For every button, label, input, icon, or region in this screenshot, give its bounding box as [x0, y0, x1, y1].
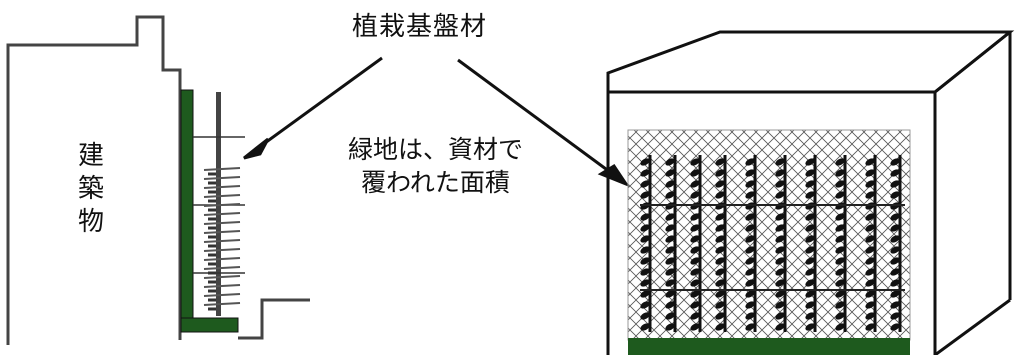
side-plant-leaves — [203, 167, 241, 311]
ground-step — [238, 298, 310, 340]
climbing-vines — [640, 155, 905, 332]
side-leaf — [203, 248, 241, 252]
side-leaf — [203, 194, 241, 198]
side-leaf — [203, 203, 241, 207]
building-label: 建 築 物 — [76, 140, 106, 239]
building-char-1: 建 — [77, 141, 104, 171]
box-top — [606, 30, 1015, 94]
side-leaf — [203, 239, 241, 243]
climbing-vine-icon — [715, 155, 727, 332]
side-leaf — [203, 275, 241, 279]
pointer-arrows — [243, 56, 630, 188]
building-outline — [6, 15, 182, 345]
side-leaf — [203, 284, 241, 288]
climbing-vine-icon — [745, 155, 757, 332]
planting-base-material-label: 植栽基盤材 — [352, 12, 488, 42]
building-char-3: 物 — [77, 207, 104, 237]
side-leaf — [203, 266, 241, 270]
climbing-vine-icon — [805, 155, 817, 332]
side-leaf — [203, 230, 241, 234]
side-leaf — [203, 221, 241, 225]
side-leaf — [203, 293, 241, 297]
note-line-2: 覆われた面積 — [361, 168, 510, 197]
planting-base-bottom — [180, 317, 239, 333]
climbing-vine-icon — [865, 155, 877, 332]
building-box — [606, 30, 1015, 355]
climbing-vine-icon — [890, 155, 902, 332]
climbing-vine-icon — [665, 155, 677, 332]
side-leaf — [203, 176, 241, 180]
planting-base-vertical — [180, 89, 194, 333]
side-leaf — [203, 302, 241, 306]
climbing-vine-icon — [690, 155, 702, 332]
green-area-note: 緑地は、資材で 覆われた面積 — [328, 133, 543, 199]
side-leaf — [203, 212, 241, 216]
panel-grass-strip — [628, 338, 910, 355]
building-char-2: 築 — [77, 174, 104, 204]
climbing-vine-icon — [775, 155, 787, 332]
side-leaf — [203, 185, 241, 189]
side-leaf — [203, 167, 241, 171]
support-pole — [216, 92, 221, 316]
note-line-1: 緑地は、資材で — [347, 135, 523, 164]
side-leaf — [203, 257, 241, 261]
climbing-vine-icon — [835, 155, 847, 332]
